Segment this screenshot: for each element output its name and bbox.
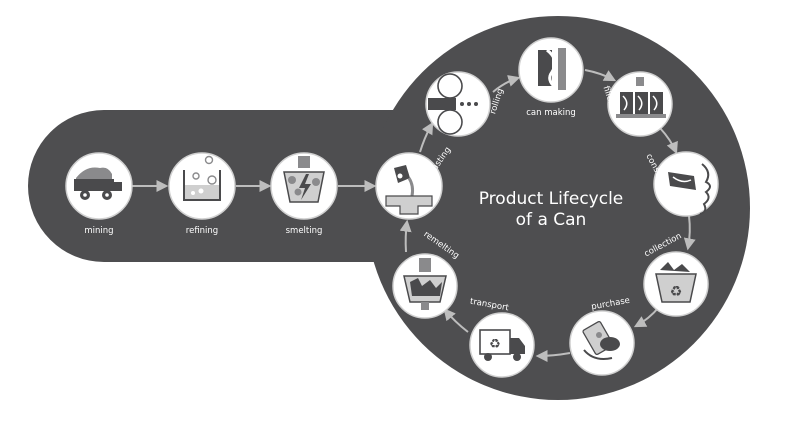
remelt-furnace-icon (403, 258, 447, 310)
svg-text:♻: ♻ (489, 337, 501, 352)
ladle-pour-icon (385, 165, 433, 215)
beaker-bubbles-icon (183, 155, 221, 201)
node-mining: mining (65, 152, 133, 236)
node-can-making: can making (518, 37, 584, 118)
arrow-transport-to-remelting (443, 308, 469, 333)
arrow-casting-to-rolling (419, 121, 434, 153)
node-refining: refining (168, 152, 236, 236)
diagram-title-line2: of a Can (516, 210, 587, 230)
cycle-arrows (399, 69, 696, 362)
node-fillers: fillers (601, 71, 673, 137)
arrow-fillers-to-consumers (659, 127, 678, 155)
svg-text:♻: ♻ (670, 284, 683, 300)
arrow-rolling-to-can-making (492, 75, 521, 93)
step-label-mining: mining (84, 226, 113, 236)
recycle-bin-icon: ♻ (655, 262, 697, 303)
step-label-smelting: smelting (286, 226, 323, 236)
dump-truck-icon (74, 167, 122, 200)
rolling-mill-icon (428, 73, 478, 135)
diagram-title-line1: Product Lifecycle (479, 189, 624, 209)
step-label-refining: refining (186, 226, 218, 236)
arrow-consumers-to-collection (683, 215, 696, 251)
step-label-can-making: can making (526, 108, 576, 118)
arrow-remelting-to-casting (399, 219, 412, 253)
node-smelting: smelting (270, 152, 338, 236)
arrow-can-making-to-fillers (584, 69, 617, 82)
drinking-face-icon (668, 163, 711, 215)
arrow-purchase-to-transport (535, 349, 571, 362)
node-collection: ♻ collection (643, 231, 709, 317)
node-rolling: rolling (425, 71, 506, 137)
smelter-lightning-icon (283, 156, 325, 203)
filling-line-icon (616, 77, 666, 118)
hand-card-icon (582, 320, 620, 360)
recycle-truck-icon: ♻ (479, 329, 525, 361)
can-press-icon (538, 48, 566, 90)
